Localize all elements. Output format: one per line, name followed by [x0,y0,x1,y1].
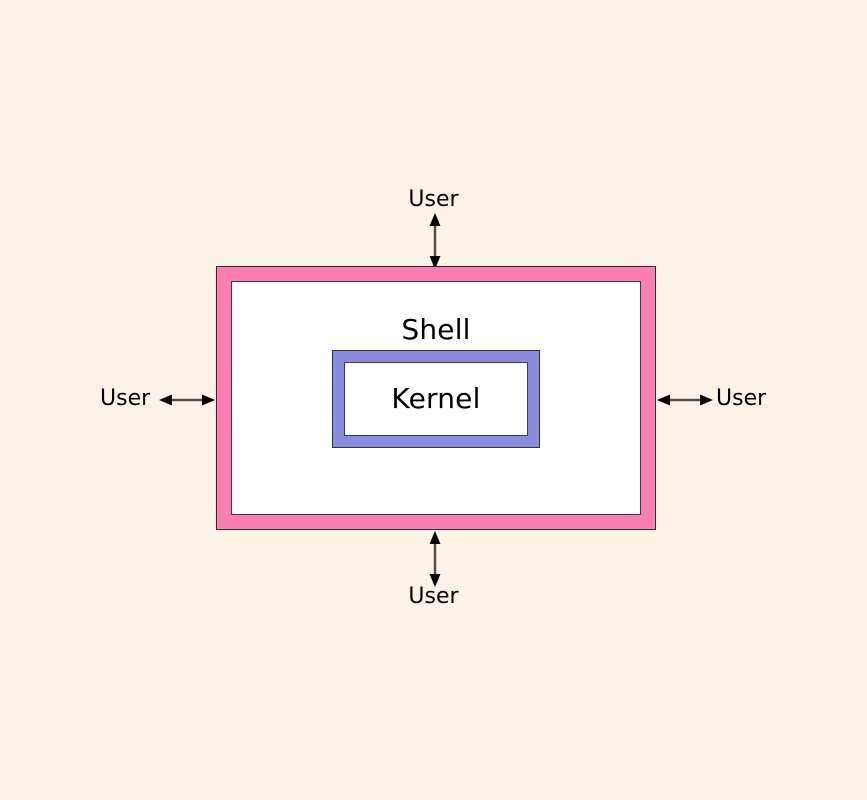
kernel-label: Kernel [391,382,481,415]
kernel-box: Kernel [332,350,540,448]
user-label-right: User [716,386,767,411]
kernel-inner-area: Kernel [344,362,528,436]
arrow-top [429,213,441,269]
user-label-bottom: User [408,584,459,609]
arrow-left [159,394,215,406]
user-label-top: User [408,187,459,212]
arrow-bottom [429,531,441,587]
arrow-right [657,394,713,406]
shell-label: Shell [401,313,471,346]
user-label-left: User [100,386,151,411]
